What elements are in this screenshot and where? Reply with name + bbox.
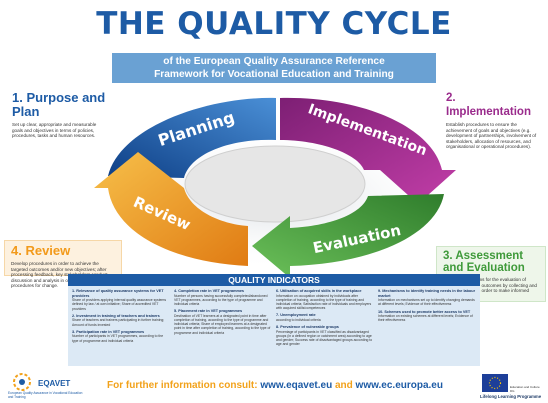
subtitle-line-1: of the European Quality Assurance Refere… [163,56,385,67]
qi-heading: 3. Participation rate in VET programmes [72,329,145,334]
qi-heading: 8. Prevalence of vulnerable groups [276,325,339,330]
qi-heading: 7. Unemployment rate [276,313,316,318]
eqavet-tagline: European Quality Assurance in Vocational… [8,391,83,399]
subtitle-line-2: Framework for Vocational Education and T… [154,69,394,80]
eqavet-star-icon [13,373,31,391]
box-heading: 2. Implementation [446,92,531,118]
eu-flag-icon [482,374,508,392]
europa-link[interactable]: www.ec.europa.eu [355,380,443,391]
qi-body-text: according to individual criteria [276,318,321,322]
qi-body-text: Information on occupation obtained by in… [276,293,372,311]
qi-heading: 6. Utilisation of acquired skills in the… [276,289,362,293]
qi-heading: 10. Schemes used to promote better acces… [378,309,471,314]
footer-info: For further information consult: www.eqa… [100,380,450,391]
eu-caption: Lifelong Learning Programme [480,394,542,399]
box-text: Develop procedures in order to achieve t… [11,261,108,289]
qi-heading: 1. Relevance of quality assurance system… [72,289,164,298]
qi-body-text: Destination of VET learners at a designa… [174,313,271,335]
qi-heading: 4. Completion rate in VET programmes [174,289,245,293]
quality-indicators-panel: 1. Relevance of quality assurance system… [68,286,480,366]
eqavet-link[interactable]: www.eqavet.eu [260,380,333,391]
eu-subcaption: Education and Culture DG [510,385,540,393]
quality-cycle-diagram: Planning Implementation Evaluation Revie… [93,97,457,274]
qi-column-4: 9. Mechanisms to identify training needs… [378,289,476,363]
qi-item: 9. Mechanisms to identify training needs… [378,289,476,307]
qi-body-text: Information on mechanisms set up to iden… [378,298,475,307]
cycle-segment-review [94,152,248,266]
footer-prefix: For further information consult: [107,380,258,391]
eqavet-name: EQAVET [38,379,71,388]
cycle-segment-implementation [280,97,456,204]
cycle-segment-evaluation [252,194,444,274]
quality-indicators-header: QUALITY INDICATORS [68,274,480,286]
qi-body-text: Number of persons having successfully co… [174,293,268,306]
qi-body-text: Share of providers applying internal qua… [72,298,167,311]
qi-heading: 2. Investment in training of teachers an… [72,313,160,318]
qi-column-1: 1. Relevance of quality assurance system… [72,289,170,363]
qi-item: 1. Relevance of quality assurance system… [72,289,170,311]
qi-body-text: Information on existing schemes at diffe… [378,314,473,323]
box-heading: 4. Review [11,243,71,258]
box-implementation: 2. Implementation Establish procedures t… [440,88,544,150]
qi-body-text: Share of teachers and trainers participa… [72,318,165,327]
qi-item: 10. Schemes used to promote better acces… [378,310,476,323]
box-text: Establish procedures to ensure the achie… [446,122,537,150]
cycle-segment-planning [108,97,276,178]
qi-item: 6. Utilisation of acquired skills in the… [276,289,374,310]
subtitle-band: of the European Quality Assurance Refere… [112,53,436,83]
box-heading: 3. Assessment and Evaluation [443,250,525,274]
eu-lifelong-learning-logo: Education and Culture DG Lifelong Learni… [480,372,544,402]
qi-heading: 9. Mechanisms to identify training needs… [378,289,476,298]
box-heading: 1. Purpose and Plan [12,90,106,119]
qi-column-3: 6. Utilisation of acquired skills in the… [276,289,374,363]
cycle-inner-wall [184,145,366,223]
box-text: Set up clear, appropriate and measurable… [12,122,97,139]
page-title: THE QUALITY CYCLE [96,6,452,42]
eqavet-logo: EQAVET European Quality Assurance in Voc… [8,371,88,401]
qi-body-text: Percentage of participants in VET classi… [276,329,373,347]
qi-item: 2. Investment in training of teachers an… [72,314,170,327]
qi-heading: 5. Placement rate in VET programmes [174,309,243,314]
qi-body-text: Number of participants in VET programmes… [72,334,164,343]
box-purpose-and-plan: 1. Purpose and Plan Set up clear, approp… [6,88,114,138]
footer-and: and [334,380,353,391]
box-review: 4. Review Develop procedures in order to… [4,240,122,288]
